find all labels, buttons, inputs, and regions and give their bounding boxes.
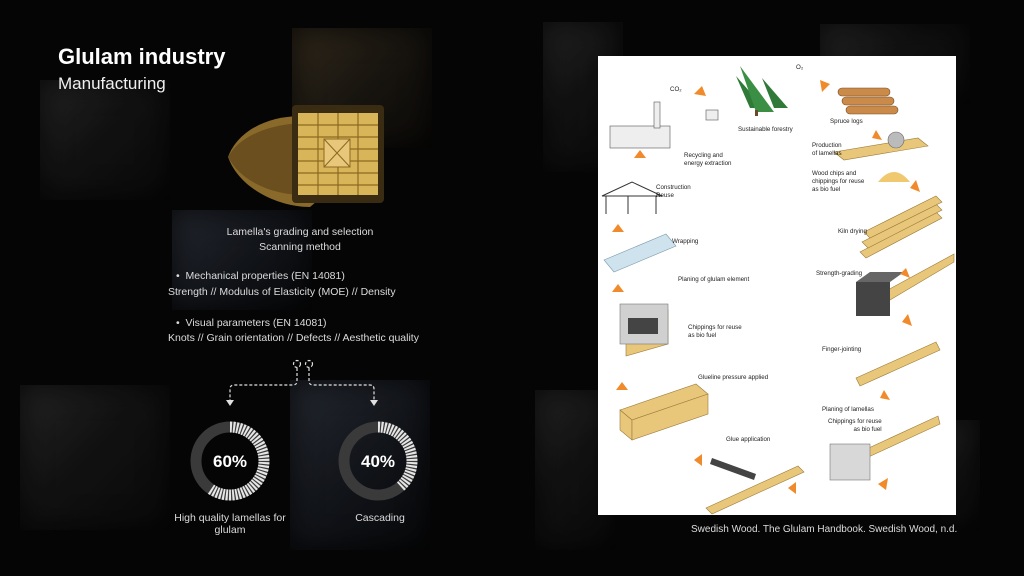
chippings-lamellas-label-line1: Chippings for reuse: [828, 418, 882, 425]
wood-chips-label: Wood chips and chippings for reuse as bi…: [812, 170, 864, 193]
sustainable-forestry-label: Sustainable forestry: [738, 126, 793, 133]
production-label-line2: of lamellas: [812, 149, 842, 157]
strength-grading-label: Strength-grading: [816, 270, 863, 277]
planing-glulam-label: Planing of glulam element: [678, 276, 750, 283]
source-citation: Swedish Wood. The Glulam Handbook. Swedi…: [691, 524, 958, 535]
finger-joint-board: [855, 341, 941, 387]
donut-label-cascading: Cascading: [355, 512, 405, 524]
background-cube: [20, 385, 170, 530]
chippings-glulam-label: Chippings for reuse as bio fuel: [688, 324, 742, 340]
split-connector: [226, 359, 378, 406]
log-cross-section-illustration: [228, 105, 384, 207]
construction-label: Construction Reuse: [656, 184, 691, 200]
donut-label-high-quality: High quality lamellas for glulam: [150, 512, 310, 536]
process-diagram-panel: CO₂ O₂ Sustainable forestry Spruce logs …: [598, 56, 956, 515]
donut-value-cascading: 40%: [361, 452, 395, 471]
process-diagram-graphics: [601, 66, 955, 515]
donut-chart-cascading: 40%: [338, 421, 418, 501]
donut-label-high-quality-line1: High quality lamellas for: [174, 512, 286, 524]
background-cube: [172, 210, 312, 310]
wood-chips-label-line1: Wood chips and: [812, 170, 857, 177]
construction-frame-icon: [601, 181, 663, 214]
forest-icon: [736, 66, 788, 116]
mechanical-detail: Strength // Modulus of Elasticity (MOE) …: [168, 286, 396, 298]
visual-detail: Knots // Grain orientation // Defects //…: [168, 332, 419, 344]
planer-lamellas: [829, 415, 941, 481]
wood-chips-pile: [878, 172, 910, 182]
wood-chips-label-line3: as bio fuel: [812, 185, 841, 193]
production-label: Production of lamellas: [812, 142, 842, 158]
donut-value-high-quality: 60%: [213, 452, 247, 471]
production-label-line1: Production: [812, 142, 842, 149]
background-cube: [40, 80, 170, 200]
co2-label: CO₂: [670, 86, 682, 93]
recycling-label-line1: Recycling and: [684, 152, 723, 159]
wrapping-label: Wrapping: [672, 238, 699, 245]
spruce-logs-label: Spruce logs: [830, 118, 863, 125]
chippings-glulam-label-line2: as bio fuel: [688, 331, 717, 339]
bullet-mechanical-text: Mechanical properties (EN 14081): [185, 270, 345, 282]
bullet-visual: • Visual parameters (EN 14081): [176, 317, 327, 329]
glulam-planer-icon: [619, 303, 669, 357]
grading-heading: Lamella's grading and selection: [226, 226, 374, 238]
recycling-plant-icon: [609, 101, 719, 149]
glueline-pressure-label: Glueline pressure applied: [698, 374, 769, 381]
bullet-visual-text: Visual parameters (EN 14081): [185, 317, 327, 329]
sawmill-icon: [833, 131, 929, 161]
chippings-glulam-label-line1: Chippings for reuse: [688, 324, 742, 331]
glue-application-label: Glue application: [726, 436, 771, 443]
finger-jointing-label: Finger-jointing: [822, 346, 862, 353]
recycling-label-line2: energy extraction: [684, 159, 732, 167]
planing-lamellas-label: Planing of lamellas: [822, 406, 874, 413]
o2-label: O₂: [796, 64, 804, 71]
bullet-mechanical: • Mechanical properties (EN 14081): [176, 270, 345, 282]
donut-ring-cascading: [338, 421, 418, 501]
kiln-stack-icon: [859, 195, 943, 259]
donut-ring-high-quality: [190, 421, 270, 501]
chippings-lamellas-label-line2: as bio fuel: [853, 425, 882, 433]
glue-application-icon: [705, 458, 805, 515]
glueline-press-icon: [619, 383, 709, 441]
flow-arrows: [612, 80, 920, 494]
grading-method: Scanning method: [259, 241, 341, 253]
wrapped-beam-icon: [603, 233, 677, 273]
page-subtitle: Manufacturing: [58, 74, 166, 93]
page-title: Glulam industry: [58, 44, 226, 69]
chippings-lamellas-label: Chippings for reuse as bio fuel: [828, 418, 882, 434]
spruce-logs-icon: [837, 87, 899, 115]
strength-grading-machine: [856, 253, 955, 316]
recycling-label: Recycling and energy extraction: [684, 152, 731, 168]
construction-label-line1: Construction: [656, 184, 691, 191]
donut-chart-high-quality: 60%: [190, 421, 270, 501]
construction-label-line2: Reuse: [656, 191, 674, 199]
wood-chips-label-line2: chippings for reuse: [812, 177, 865, 185]
kiln-drying-label: Kiln drying: [838, 228, 867, 235]
donut-label-high-quality-line2: glulam: [214, 524, 246, 536]
